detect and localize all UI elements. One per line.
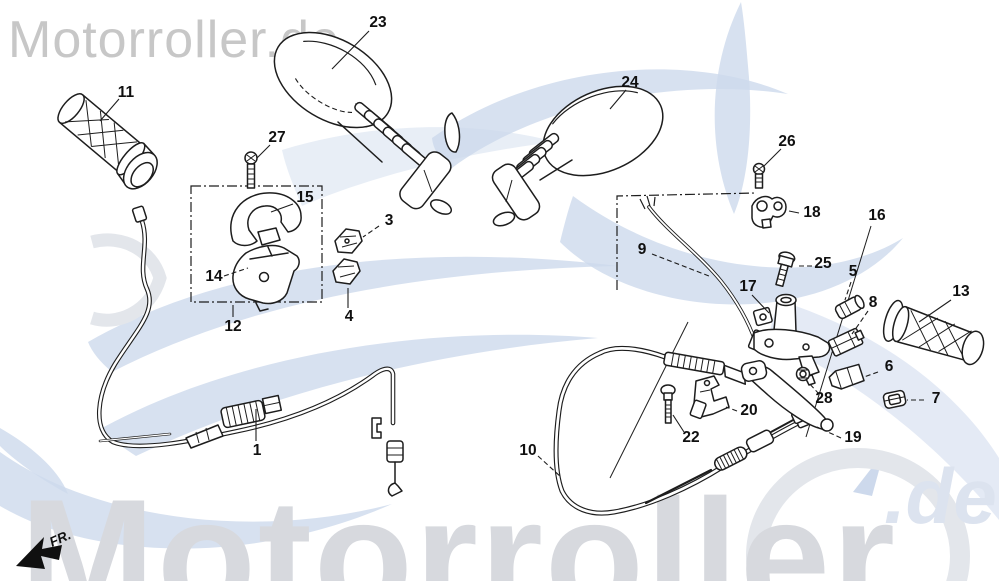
label-23: 23 xyxy=(369,14,387,31)
part-17-lever-bracket xyxy=(752,293,831,386)
watermark-bottom-text: Motorroller xyxy=(20,466,897,581)
part-20-cable-holder xyxy=(689,375,730,420)
part-15-housing-upper xyxy=(230,192,302,247)
swoosh-bottom-left xyxy=(0,452,392,549)
part-number-labels: 11 23 27 15 3 14 12 4 1 24 26 18 16 9 25… xyxy=(118,14,970,459)
label-4: 4 xyxy=(345,308,354,325)
part-28-nut xyxy=(795,366,811,382)
label-22: 22 xyxy=(682,429,699,446)
part-4-clamp-lower xyxy=(332,258,361,285)
front-arrow-icon xyxy=(16,537,62,569)
part-27-screw xyxy=(244,151,258,189)
part-25-bolt xyxy=(775,251,796,288)
label-5: 5 xyxy=(849,263,858,280)
cable-locknut xyxy=(261,394,283,415)
label-16: 16 xyxy=(868,207,886,224)
cable-end-hook xyxy=(387,482,403,497)
swoosh-top-under xyxy=(560,196,903,305)
mirror-foot xyxy=(492,211,516,227)
brake-cable-spring xyxy=(713,446,748,471)
part-26-screw xyxy=(752,162,766,189)
label-17: 17 xyxy=(739,278,756,295)
label-26: 26 xyxy=(778,133,796,150)
part-1-throttle-cable xyxy=(97,205,404,497)
part-5-switch xyxy=(834,294,865,320)
part-23-left-mirror xyxy=(273,31,461,215)
swoosh-bottom-ring xyxy=(746,448,970,581)
label-14: 14 xyxy=(205,268,223,285)
part-8-switch xyxy=(827,327,865,357)
label-9: 9 xyxy=(638,241,647,258)
label-15: 15 xyxy=(296,189,314,206)
label-10: 10 xyxy=(519,442,536,459)
swoosh-mid-band-b xyxy=(102,334,598,456)
part-22-bolt xyxy=(660,384,676,424)
part-18-cable-clamp xyxy=(751,195,787,229)
part-24-right-mirror xyxy=(491,85,664,227)
label-11: 11 xyxy=(118,84,135,101)
watermark-bottom-de-text: .de xyxy=(884,452,997,540)
mirror-stem xyxy=(491,163,541,221)
leader-lines xyxy=(99,30,952,478)
cable-end-barrel xyxy=(386,440,404,463)
label-12: 12 xyxy=(224,318,241,335)
label-1: 1 xyxy=(253,442,262,459)
brake-cable-adjuster xyxy=(663,351,747,385)
mirror-foot xyxy=(429,199,453,215)
mirror-wind-fin xyxy=(444,112,461,153)
label-8: 8 xyxy=(869,294,878,311)
subassembly-line-16 xyxy=(805,225,872,438)
part-11-left-grip xyxy=(57,93,158,190)
label-18: 18 xyxy=(803,204,821,221)
label-13: 13 xyxy=(952,283,970,300)
label-25: 25 xyxy=(814,255,832,272)
part-3-clamp-upper xyxy=(334,228,363,254)
part-19-brake-lever xyxy=(740,360,834,432)
cable-adjuster-barrel xyxy=(220,399,266,429)
subassembly-box-12 xyxy=(190,185,323,303)
part-6-switch xyxy=(828,363,865,390)
label-24: 24 xyxy=(621,74,639,91)
swoosh-top-wing xyxy=(432,69,788,168)
subassembly-boundary-right xyxy=(616,192,757,290)
subassembly-line-left xyxy=(609,321,689,479)
cable-guide-hook xyxy=(371,417,382,439)
label-19: 19 xyxy=(844,429,862,446)
label-20: 20 xyxy=(740,402,757,419)
part-13-right-grip xyxy=(882,299,985,366)
swoosh-left-arc xyxy=(90,233,167,327)
label-3: 3 xyxy=(385,212,394,229)
label-27: 27 xyxy=(268,129,285,146)
mirror-stem xyxy=(399,151,452,210)
label-7: 7 xyxy=(932,390,941,407)
label-28: 28 xyxy=(815,390,833,407)
part-7-clip xyxy=(882,389,907,409)
label-6: 6 xyxy=(885,358,894,375)
part-14-housing-lower xyxy=(232,244,300,312)
swoosh-top-flame xyxy=(714,2,751,214)
cable-boot xyxy=(185,424,224,449)
swoosh-bottom-left-small xyxy=(0,428,68,494)
